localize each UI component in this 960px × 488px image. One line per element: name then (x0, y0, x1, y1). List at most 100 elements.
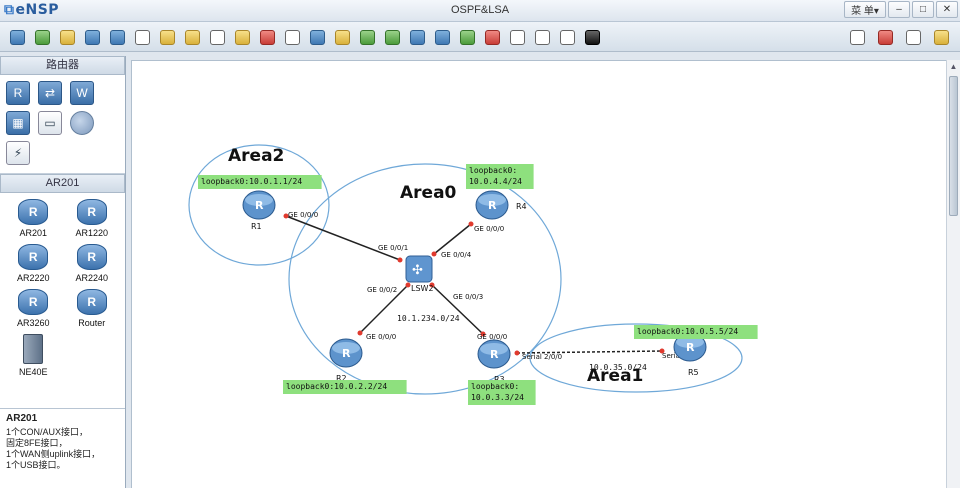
port-dot (405, 282, 411, 288)
scroll-up-icon[interactable]: ▲ (949, 62, 958, 71)
port-dot (659, 348, 665, 354)
switch-arrows-icon: ✣ (412, 263, 423, 278)
link-r1-lsw2[interactable] (285, 215, 401, 261)
loopback-r4-box (466, 164, 534, 189)
title-bar: ⧉eNSP OSPF&LSA 菜 单▾ – □ ✕ (0, 0, 960, 22)
firewall-category-icon[interactable]: ▦ (6, 111, 30, 135)
zoom-in-icon (359, 29, 375, 45)
new-from-template-button[interactable] (31, 26, 53, 48)
switch-category-icon[interactable]: ⇄ (38, 81, 62, 105)
save-button[interactable] (81, 26, 103, 48)
area-ring-area0 (288, 163, 562, 395)
link-r3-lsw2[interactable] (431, 284, 484, 335)
link-r3-r5[interactable] (516, 350, 663, 354)
router-icon: R (76, 289, 107, 315)
select-button[interactable] (206, 26, 228, 48)
new-topology-button[interactable] (6, 26, 28, 48)
console-icon (584, 29, 600, 45)
add-text-button[interactable] (331, 26, 353, 48)
delete-links-button[interactable] (281, 26, 303, 48)
start-device-button[interactable] (456, 26, 478, 48)
maximize-button[interactable]: □ (912, 1, 934, 18)
device-label: AR201 (19, 228, 48, 238)
cloud-category-icon[interactable] (70, 111, 94, 135)
device-list-header: AR201 (0, 174, 125, 193)
category-header: 路由器 (0, 56, 125, 75)
fit-button[interactable] (406, 26, 428, 48)
settings-icon[interactable] (902, 26, 924, 48)
console-button[interactable] (581, 26, 603, 48)
vertical-scrollbar[interactable]: ▲ (946, 60, 960, 488)
new-topology-icon (9, 29, 25, 45)
huawei-icon[interactable] (874, 26, 896, 48)
capture-icon (509, 29, 525, 45)
pc-category-icon[interactable]: ▭ (38, 111, 62, 135)
pan-button[interactable] (231, 26, 253, 48)
zoom-out-button[interactable] (381, 26, 403, 48)
capture-button[interactable] (506, 26, 528, 48)
add-note-button[interactable] (306, 26, 328, 48)
show-labels-button[interactable] (431, 26, 453, 48)
loopback-r5-text: loopback0:10.0.5.5/24 (637, 327, 738, 336)
main-toolbar (0, 22, 960, 52)
interface-label: GE 0/0/0 (474, 225, 504, 233)
router-category-icon[interactable]: R (6, 81, 30, 105)
description-line: 1个WAN侧uplink接口， (6, 449, 101, 459)
help-icon[interactable] (930, 26, 952, 48)
menu-button[interactable]: 菜 单▾ (844, 1, 886, 18)
add-text-icon (334, 29, 350, 45)
save-as-button[interactable] (106, 26, 128, 48)
grid-button[interactable] (556, 26, 578, 48)
router-icon: R (18, 289, 49, 315)
link-r2-lsw2[interactable] (359, 284, 409, 334)
device-ar2220[interactable]: R AR2220 (4, 244, 63, 283)
router-icon: R (76, 199, 107, 225)
port-dot (397, 257, 403, 263)
minimize-button[interactable]: – (888, 1, 910, 18)
delete-links-icon (284, 29, 300, 45)
open-icon (59, 29, 75, 45)
stop-device-button[interactable] (481, 26, 503, 48)
redo-button[interactable] (181, 26, 203, 48)
router-icon: R (18, 244, 49, 270)
interface-label: GE 0/0/0 (366, 333, 396, 341)
area-label-area1: Area1 (587, 366, 643, 386)
window-title: OSPF&LSA (450, 4, 510, 16)
cable-category-icon[interactable]: ⚡ (6, 141, 30, 165)
scroll-thumb[interactable] (949, 76, 958, 216)
router-glyph: R (342, 347, 351, 360)
open-button[interactable] (56, 26, 78, 48)
wlan-category-icon[interactable]: W (70, 81, 94, 105)
device-name-r2: R2 (336, 374, 347, 383)
delete-button[interactable] (256, 26, 278, 48)
undo-button[interactable] (156, 26, 178, 48)
port-dot (431, 251, 437, 257)
chat-icon[interactable] (846, 26, 868, 48)
close-button[interactable]: ✕ (936, 1, 958, 18)
switch-icon[interactable] (405, 255, 433, 283)
zoom-in-button[interactable] (356, 26, 378, 48)
device-ne40e[interactable]: NE40E (4, 334, 63, 377)
loopback-r5-box (634, 325, 758, 339)
pan-icon (234, 29, 250, 45)
grid-icon (559, 29, 575, 45)
router-glyph: R (488, 199, 497, 212)
device-name-r3: R3 (494, 375, 505, 384)
print-button[interactable] (131, 26, 153, 48)
link-r4-lsw2[interactable] (433, 223, 472, 255)
loopback-r4-text: 10.0.4.4/24 (469, 177, 522, 186)
device-name-r5: R5 (688, 368, 699, 377)
topology-button[interactable] (531, 26, 553, 48)
loopback-r3-text: loopback0: (471, 382, 519, 391)
device-label: AR2220 (16, 273, 50, 283)
router-top-icon (478, 194, 506, 206)
loopback-r1-box (198, 175, 322, 189)
